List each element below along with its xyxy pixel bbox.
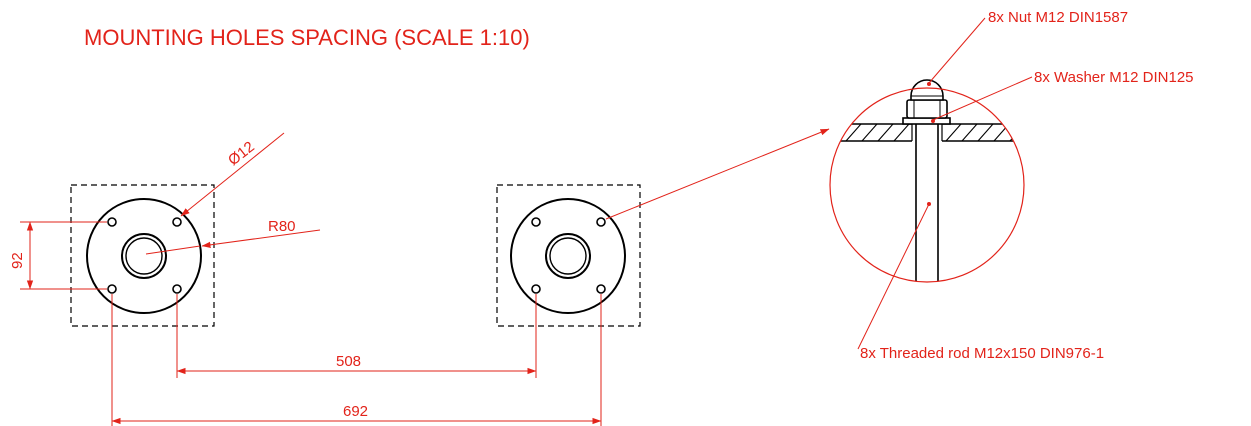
washer-callout-label: 8x Washer M12 DIN125 [1034,69,1194,86]
detail-contents [830,109,1024,282]
hole-diameter-label: Ø12 [225,138,258,169]
outer-spacing-dimension: 692 [111,403,602,425]
right-flange [510,198,626,314]
right-hole-br [596,284,606,294]
left-flange [86,198,202,314]
radius-label: R80 [268,218,296,235]
extension-lines [111,294,602,426]
vertical-spacing-label: 92 [9,252,26,269]
left-hole-tl [107,217,117,227]
inner-spacing-label: 508 [336,353,361,370]
left-mounting-plate [70,184,215,327]
left-plate-outline [70,184,215,327]
washer [902,117,951,125]
right-hole-bl [531,284,541,294]
vertical-spacing-dimension [20,221,107,290]
left-hole-bl [107,284,117,294]
right-pipe-inner [549,237,587,275]
detail-circle [829,87,1025,283]
right-hole-tr [596,217,606,227]
nut-callout-label: 8x Nut M12 DIN1587 [988,9,1128,26]
radius-callout: R80 [145,218,321,255]
hole-diameter-callout: Ø12 [180,132,285,217]
inner-spacing-dimension: 508 [176,353,537,375]
threaded-rod [915,109,939,282]
left-pipe-inner [125,237,163,275]
right-pipe-outer [545,233,591,279]
rod-callout-label: 8x Threaded rod M12x150 DIN976-1 [860,345,1104,362]
right-mounting-plate [496,184,641,327]
left-hole-br [172,284,182,294]
right-hole-tl [531,217,541,227]
outer-spacing-label: 692 [343,403,368,420]
nut-dome [910,79,944,101]
left-hole-tr [172,217,182,227]
drawing-title: MOUNTING HOLES SPACING (SCALE 1:10) [84,25,530,50]
detail-leader [605,128,830,220]
right-plate-outline [496,184,641,327]
detail-view: 8x Nut M12 DIN1587 8x Washer M12 DIN125 … [829,9,1194,362]
nut-body [906,99,948,119]
left-pipe-outer [121,233,167,279]
